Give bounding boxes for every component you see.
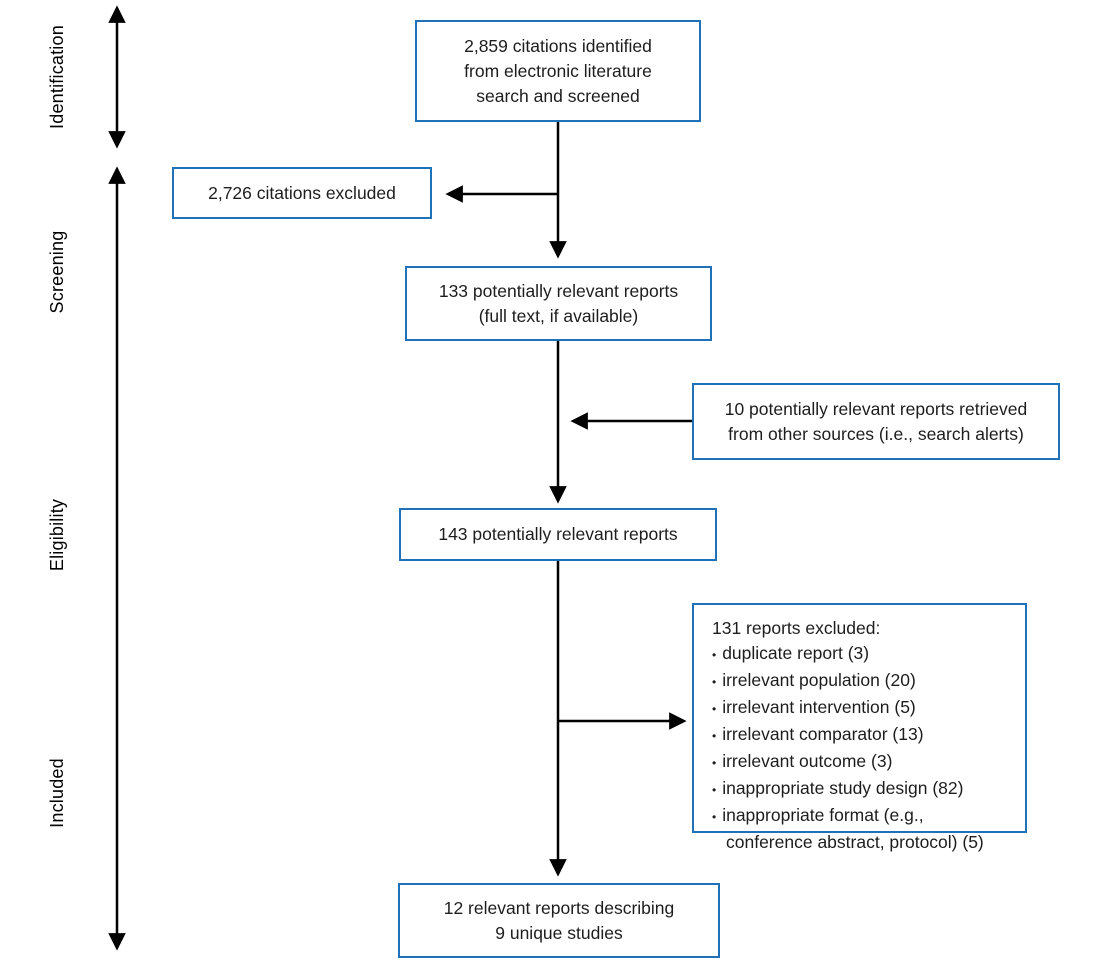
box-potentially-relevant-143: 143 potentially relevant reports <box>399 508 717 561</box>
exclusion-reason-item: inappropriate format (e.g., conference a… <box>712 803 1011 855</box>
exclusion-reason-item: irrelevant population (20) <box>712 668 1011 695</box>
exclusion-reason-item: irrelevant comparator (13) <box>712 722 1011 749</box>
box-relevant-reports-included: 12 relevant reports describing 9 unique … <box>398 883 720 958</box>
box-citations-excluded: 2,726 citations excluded <box>172 167 432 219</box>
box-other-sources-text: 10 potentially relevant reports retrieve… <box>724 398 1028 444</box>
box-citations-excluded-text: 2,726 citations excluded <box>208 182 396 203</box>
box-potentially-relevant-133-text: 133 potentially relevant reports (full t… <box>438 280 679 326</box>
box-other-sources: 10 potentially relevant reports retrieve… <box>692 383 1060 460</box>
reports-excluded-heading: 131 reports excluded: <box>712 618 881 638</box>
exclusion-reason-item: duplicate report (3) <box>712 641 1011 668</box>
box-citations-identified-text: 2,859 citations identified from electron… <box>464 35 652 106</box>
exclusion-reason-item: irrelevant outcome (3) <box>712 749 1011 776</box>
box-potentially-relevant-133: 133 potentially relevant reports (full t… <box>405 266 712 341</box>
box-reports-excluded: 131 reports excluded: duplicate report (… <box>692 603 1027 852</box>
box-citations-identified: 2,859 citations identified from electron… <box>415 20 701 122</box>
box-relevant-reports-included-text: 12 relevant reports describing 9 unique … <box>443 897 675 943</box>
exclusion-reason-item: irrelevant intervention (5) <box>712 695 1011 722</box>
stage-label-screening: Screening <box>47 230 67 314</box>
stage-label-eligibility: Eligibility <box>47 498 67 572</box>
exclusion-reason-item: inappropriate study design (82) <box>712 776 1011 803</box>
stage-label-identification: Identification <box>47 25 67 129</box>
exclusion-reasons-list: duplicate report (3)irrelevant populatio… <box>712 641 1011 855</box>
box-potentially-relevant-143-text: 143 potentially relevant reports <box>438 524 678 544</box>
stage-label-included: Included <box>47 758 67 828</box>
